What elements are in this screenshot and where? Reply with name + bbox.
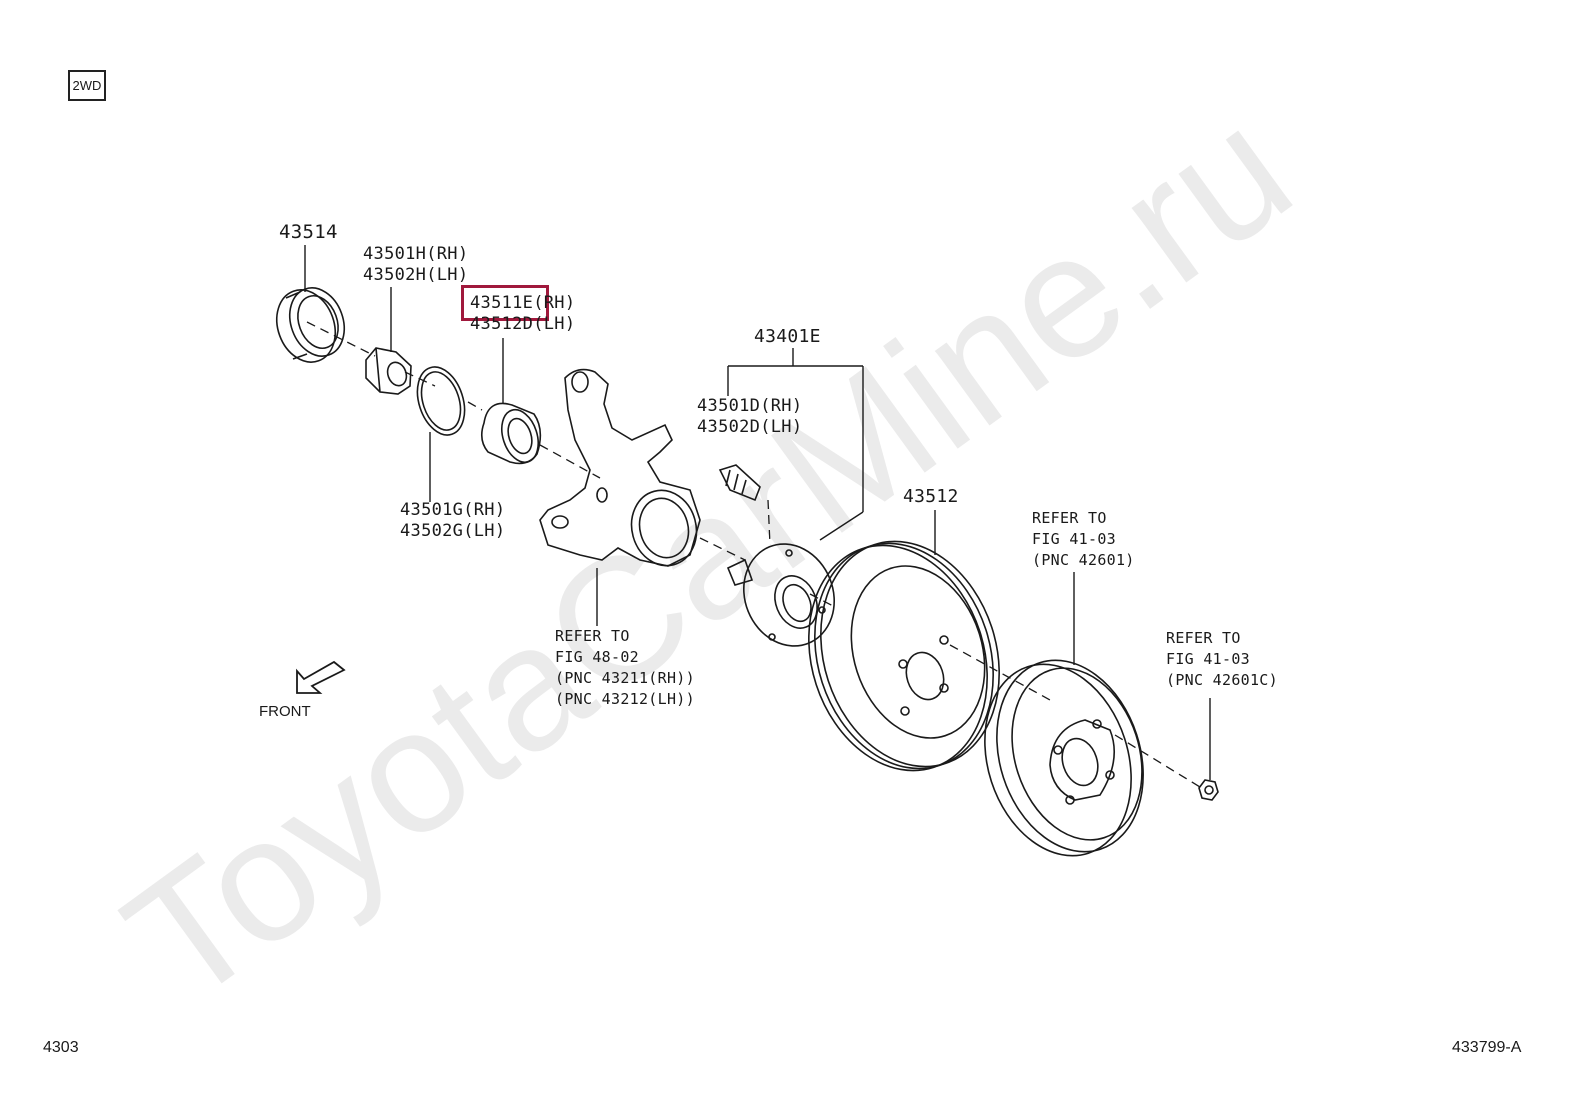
refer-line: REFER TO xyxy=(1032,509,1107,527)
refer-line: (PNC 43211(RH)) xyxy=(555,669,695,687)
part-label-43501h[interactable]: 43501H(RH) xyxy=(363,244,469,264)
illustration-id: 433799-A xyxy=(1452,1039,1522,1056)
refer-line: (PNC 42601C) xyxy=(1166,671,1278,689)
part-label-43502d[interactable]: 43502D(LH) xyxy=(697,417,803,437)
axle-hub-43401e xyxy=(726,543,836,647)
refer-line: FIG 48-02 xyxy=(555,648,639,666)
bearing-43511e xyxy=(480,402,542,465)
refer-line: (PNC 43212(LH)) xyxy=(555,690,695,708)
part-label-43502g[interactable]: 43502G(LH) xyxy=(400,521,506,541)
steering-knuckle xyxy=(539,368,701,567)
part-label-43511e[interactable]: 43511E(RH) xyxy=(470,293,576,313)
part-label-43401e[interactable]: 43401E xyxy=(754,326,821,347)
refer-line: FIG 41-03 xyxy=(1032,530,1116,548)
part-label-43502h[interactable]: 43502H(LH) xyxy=(363,265,469,285)
leader-lines xyxy=(304,245,1211,780)
figure-number: 4303 xyxy=(43,1039,79,1056)
selected-part-highlight xyxy=(461,285,549,321)
refer-line: REFER TO xyxy=(1166,629,1241,647)
wheel-nut xyxy=(1198,779,1219,801)
part-label-43501d[interactable]: 43501D(RH) xyxy=(697,396,803,416)
disc-wheel xyxy=(984,659,1144,857)
hub-bolt-43501d xyxy=(718,464,761,502)
refer-line: REFER TO xyxy=(555,627,630,645)
front-label: FRONT xyxy=(259,703,311,720)
refer-line: (PNC 42601) xyxy=(1032,551,1135,569)
drive-type-badge: 2WD xyxy=(68,70,106,101)
brake-drum-43512 xyxy=(808,540,1000,772)
part-label-43512[interactable]: 43512 xyxy=(903,486,959,507)
dust-seal-43514 xyxy=(276,287,346,363)
part-label-43514[interactable]: 43514 xyxy=(279,221,338,243)
part-label-43512d[interactable]: 43512D(LH) xyxy=(470,314,576,334)
snap-ring-43501g xyxy=(416,366,466,436)
refer-line: FIG 41-03 xyxy=(1166,650,1250,668)
front-arrow-icon xyxy=(296,660,346,694)
lock-nut-43501h xyxy=(365,347,412,395)
part-label-43501g[interactable]: 43501G(RH) xyxy=(400,500,506,520)
